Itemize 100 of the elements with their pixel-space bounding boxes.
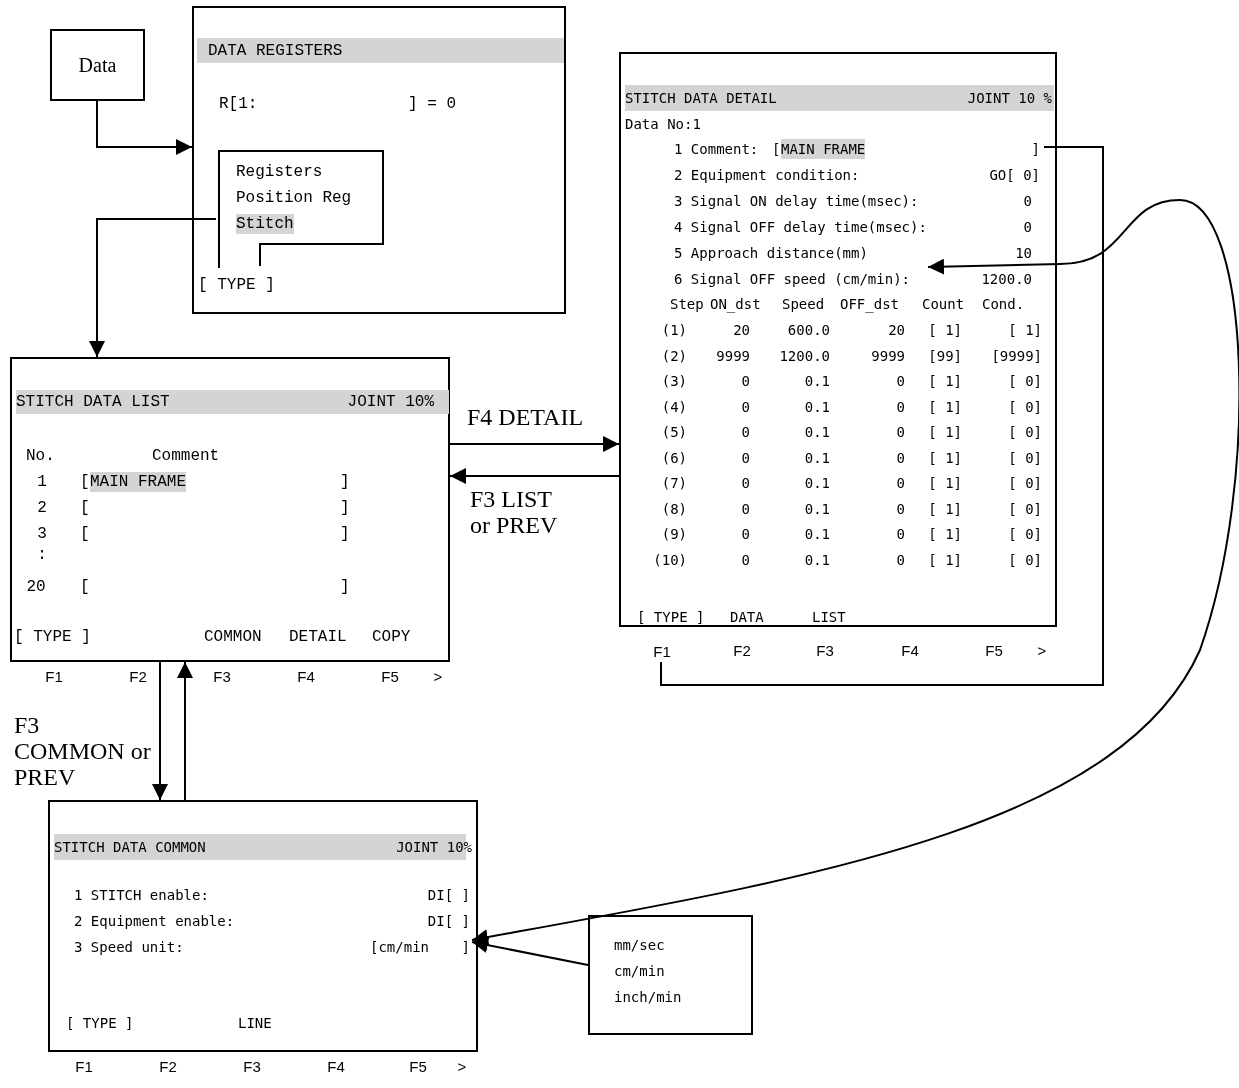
table-cell-text: (6): [661, 449, 687, 468]
function-key-label: F5: [985, 641, 1003, 661]
popup-menu: [218, 150, 384, 268]
field-value: 0: [1023, 192, 1032, 211]
table-cell-text: [ 0]: [1008, 449, 1042, 468]
field-label: R[1:: [219, 94, 258, 114]
process-box: Data: [50, 29, 145, 101]
function-key-label: F5: [409, 1057, 427, 1077]
field-value: [cm/min: [370, 938, 429, 957]
column-header: Cond.: [982, 295, 1025, 314]
field-label: 1 STITCH enable:: [74, 886, 209, 905]
column-header: Step: [670, 295, 704, 314]
field-value: 1200.0: [981, 270, 1032, 289]
screen-title: STITCH DATA DETAIL: [625, 89, 777, 108]
table-cell-text: 0: [741, 372, 750, 391]
field-label: Data No:1: [625, 115, 701, 134]
table-cell-text: [ 1]: [928, 500, 962, 519]
table-cell-text: [9999]: [991, 347, 1042, 366]
table-cell-text: 9999: [871, 347, 905, 366]
softkey-label: [ TYPE ]: [14, 627, 91, 647]
table-cell-text: [ 1]: [928, 551, 962, 570]
table-cell-text: [ 1]: [928, 449, 962, 468]
field-bracket: [: [80, 472, 90, 492]
function-key-label: >: [457, 1057, 467, 1077]
column-header: Comment: [152, 446, 220, 466]
softkey-label: LINE: [238, 1014, 272, 1033]
table-cell-text: (4): [661, 398, 687, 417]
function-key-label: F2: [159, 1057, 177, 1077]
function-key-label: F2: [733, 641, 751, 661]
field-bracket: [: [772, 140, 781, 159]
table-cell-text: 0: [741, 423, 750, 442]
table-cell-text: 0: [741, 474, 750, 493]
field-bracket: ]: [340, 472, 350, 492]
screen-panel: [48, 800, 478, 1052]
menu-item: Stitch: [236, 214, 294, 234]
table-cell-text: 0.1: [804, 551, 830, 570]
unit-option: cm/min: [614, 961, 665, 981]
table-cell-text: 0: [896, 398, 905, 417]
field-value: 10: [1015, 244, 1032, 263]
field-value: ] = 0: [408, 94, 456, 114]
softkey-label: COMMON: [204, 627, 262, 647]
table-cell-text: 0: [896, 449, 905, 468]
table-cell-text: [ 1]: [928, 423, 962, 442]
softkey-label: LIST: [812, 608, 846, 627]
arrow: [96, 100, 193, 155]
connector-line: [660, 146, 1104, 686]
field-label: 2 Equipment condition:: [674, 166, 860, 185]
function-key-label: F2: [129, 667, 147, 687]
table-cell-text: 0: [741, 449, 750, 468]
row-number: 2: [37, 498, 47, 518]
field-bracket: [: [80, 577, 90, 597]
field-value: DI[ ]: [427, 886, 470, 905]
softkey-label: DATA: [730, 608, 764, 627]
table-cell-text: [ 1]: [1008, 321, 1042, 340]
table-cell-text: (9): [661, 525, 687, 544]
table-cell-text: (3): [661, 372, 687, 391]
table-cell-text: (7): [661, 474, 687, 493]
field-label: 5 Approach distance(mm): [674, 244, 868, 263]
arrow: [471, 937, 589, 966]
table-cell-text: (8): [661, 500, 687, 519]
table-cell-text: 0.1: [804, 423, 830, 442]
function-key-label: F1: [75, 1057, 93, 1077]
table-cell-text: 0.1: [804, 398, 830, 417]
function-key-label: F3: [213, 667, 231, 687]
function-key-label: >: [433, 667, 443, 687]
table-cell-text: [ 1]: [928, 398, 962, 417]
column-header: Count: [922, 295, 965, 314]
table-cell-text: 0.1: [804, 525, 830, 544]
field-label: 2 Equipment enable:: [74, 912, 235, 931]
table-cell-text: 0: [741, 525, 750, 544]
table-cell-text: 0: [896, 551, 905, 570]
softkey-label: COPY: [372, 627, 411, 647]
softkey-label: [ TYPE ]: [637, 608, 705, 627]
comment-value: MAIN FRAME: [90, 472, 186, 492]
table-cell-text: [ 0]: [1008, 500, 1042, 519]
table-cell-text: 0.1: [804, 474, 830, 493]
table-cell-text: 0: [896, 474, 905, 493]
screen-title: DATA REGISTERS: [208, 41, 343, 61]
table-cell-text: [ 0]: [1008, 525, 1042, 544]
table-cell-text: 0: [896, 525, 905, 544]
table-cell-text: 1200.0: [779, 347, 830, 366]
table-cell-text: 0: [896, 500, 905, 519]
function-key-label: F1: [650, 640, 674, 662]
softkey-label: [ TYPE ]: [66, 1014, 134, 1033]
function-key-label: F3: [816, 641, 834, 661]
field-bracket: ]: [340, 577, 350, 597]
arrow: [471, 199, 1239, 945]
column-header: OFF_dst: [840, 295, 899, 314]
function-key-label: F4: [327, 1057, 345, 1077]
field-label: 3 Signal ON delay time(msec):: [674, 192, 919, 211]
field-label: 1 Comment:: [674, 140, 759, 159]
table-cell-text: [ 1]: [928, 525, 962, 544]
function-key-label: >: [1037, 641, 1047, 661]
arrow: [89, 218, 217, 358]
function-key-label: F4: [297, 667, 315, 687]
table-cell-text: 20: [888, 321, 905, 340]
screen-panel: [10, 357, 450, 662]
field-label: 3 Speed unit:: [74, 938, 184, 957]
field-bracket: [: [80, 498, 90, 518]
function-key-label: F4: [901, 641, 919, 661]
